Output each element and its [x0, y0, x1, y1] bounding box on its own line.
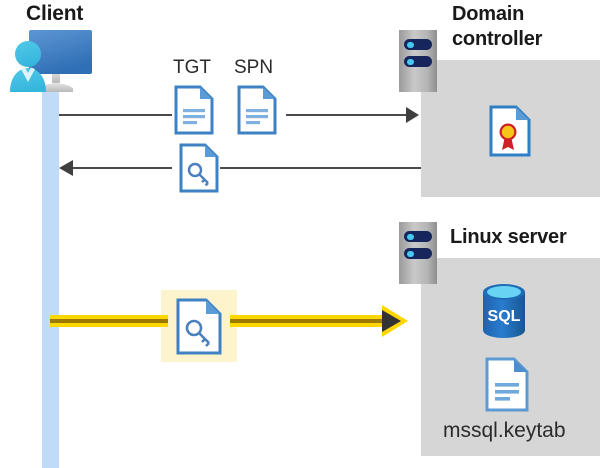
spn-document-icon: [237, 85, 277, 135]
domain-controller-server-rack-icon: [399, 30, 437, 92]
keytab-document-icon: [485, 357, 529, 412]
flow-response-line-right: [220, 167, 421, 169]
client-lifeline: [42, 92, 59, 468]
linux-server-server-rack-icon: [399, 222, 437, 284]
flow-service-ticket-line-right: [230, 315, 384, 327]
flow-service-ticket-arrowhead-icon: [382, 310, 401, 332]
client-title: Client: [26, 2, 84, 25]
tgt-document-icon: [174, 85, 214, 135]
linux-server-title: Linux server: [450, 226, 567, 248]
flow-response-line-left: [73, 167, 172, 169]
sql-database-icon: SQL: [479, 282, 529, 340]
flow-request-arrowhead-icon: [406, 107, 419, 123]
key-document-icon: [179, 143, 219, 193]
flow-request-line-left: [59, 114, 172, 116]
label-spn: SPN: [234, 57, 274, 78]
label-tgt: TGT: [173, 57, 211, 78]
flow-service-ticket-line-left: [50, 315, 168, 327]
svg-text:SQL: SQL: [488, 308, 521, 325]
certificate-document-icon: [489, 105, 531, 157]
flow-request-line-right: [286, 114, 410, 116]
service-ticket-key-document-icon: [176, 298, 222, 355]
client-computer-user-icon: [8, 24, 104, 96]
keytab-filename-label: mssql.keytab: [443, 419, 566, 442]
flow-response-arrowhead-icon: [59, 160, 73, 176]
domain-controller-title: Domain controller: [452, 3, 543, 50]
